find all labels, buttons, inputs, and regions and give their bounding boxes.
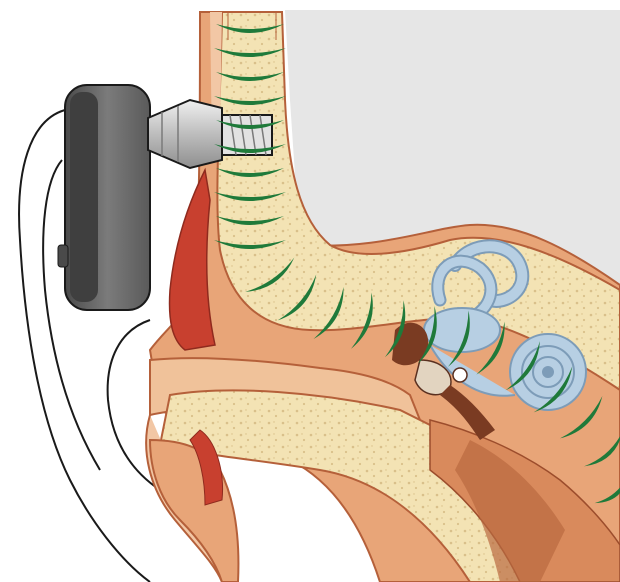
abutment-icon bbox=[148, 100, 222, 168]
sound-processor-icon bbox=[58, 85, 150, 310]
